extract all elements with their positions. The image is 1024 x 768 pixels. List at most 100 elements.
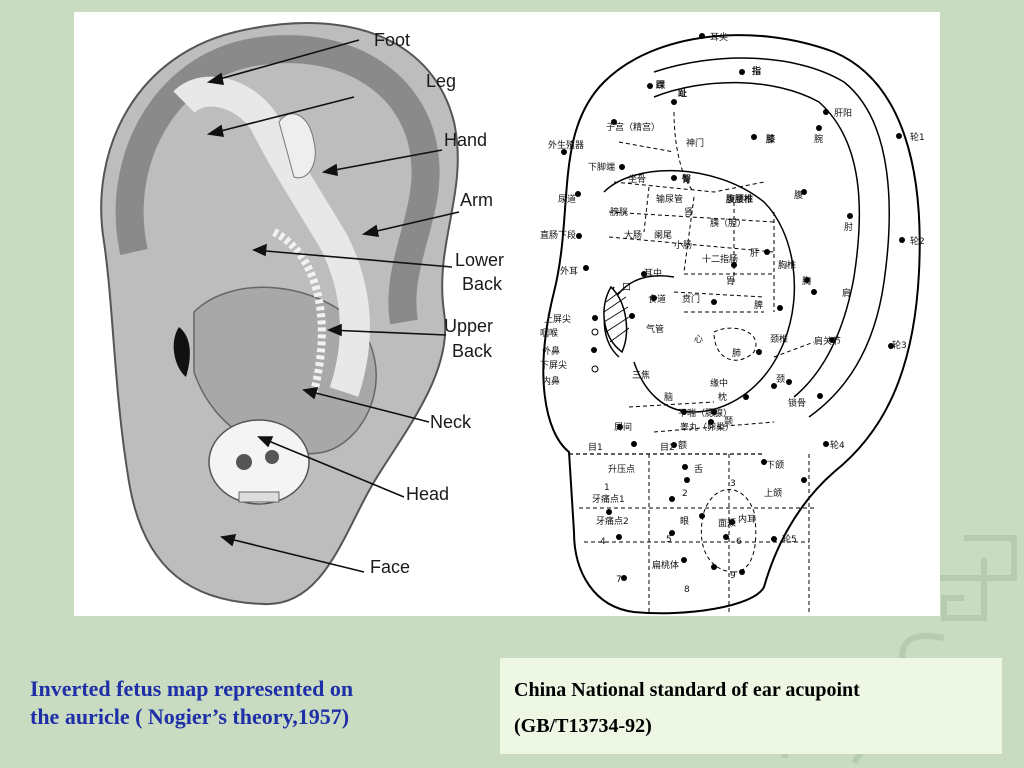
right-caption-line2: (GB/T13734-92) [514, 715, 652, 737]
point-label: 肝 [750, 248, 759, 259]
point-label: 胸椎 [778, 259, 796, 271]
point-label: 肝阳 [834, 108, 852, 119]
point-label: 颈椎 [770, 333, 788, 345]
point-label: 肺 [732, 348, 741, 359]
point-label: 颞 [724, 416, 733, 427]
point-label: 轮5 [782, 533, 797, 545]
point-label: 上屏尖 [544, 313, 571, 325]
left-ear-illustration [100, 22, 459, 606]
point-label: 平喘（腮腺） [678, 407, 732, 419]
point-label: 气管 [646, 323, 664, 335]
label-hand: Hand [444, 130, 487, 150]
point-label: 肩关节 [814, 335, 841, 347]
point-label: 胰（胆） [710, 217, 746, 229]
point-label: 2 [682, 489, 688, 499]
region-dividers [579, 111, 815, 612]
point-label: 小肠 [674, 240, 692, 251]
point-label: 耳中 [644, 267, 662, 279]
point-label: 下颌 [766, 459, 784, 471]
point-label: 肾 [684, 207, 693, 218]
point-label: 牙痛点1 [592, 493, 625, 505]
point-label: 内耳 [738, 513, 756, 525]
point-label: 6 [736, 537, 742, 547]
point-label: 3 [730, 479, 736, 489]
right-caption-line1: China National standard of ear acupoint [514, 679, 860, 701]
point-label: 十二指肠 [702, 253, 738, 265]
point-label: 下屏尖 [540, 359, 567, 371]
point-label: 额 [678, 439, 687, 451]
point-label: 4 [600, 537, 606, 547]
point-label: 目2 [660, 442, 675, 453]
point-label: 枕 [718, 391, 727, 403]
label-leg: Leg [426, 71, 456, 91]
point-label: 肩 [842, 287, 851, 299]
point-label: 心 [694, 334, 703, 345]
point-label: 三焦 [632, 369, 650, 381]
point-label: 舌 [694, 464, 703, 475]
ear-diagrams: Foot Leg Hand Arm Lower Back Upper Back … [100, 22, 925, 615]
point-label: 子宫（精宫） [606, 121, 660, 133]
point-label: 神门 [686, 137, 704, 149]
point-label: 尿道 [558, 193, 576, 205]
point-label: 贲门 [682, 293, 700, 305]
point-label: 食道 [648, 293, 666, 305]
point-label: 轮2 [910, 235, 925, 247]
point-label: 升压点 [608, 464, 635, 475]
point-label: 睾丸（卵巢） [680, 421, 734, 433]
point-label: 轮4 [830, 439, 845, 451]
left-caption-line1: Inverted fetus map represented on [30, 676, 354, 701]
point-label: 口 [622, 283, 631, 293]
point-label: 9 [730, 571, 736, 581]
point-label: 脑 [664, 391, 673, 403]
point-label: 臀 [682, 174, 691, 185]
label-head: Head [406, 484, 449, 504]
point-label: 胃 [726, 276, 735, 287]
point-label: 肘 [844, 222, 853, 233]
point-label: 胸 [802, 275, 811, 287]
point-label: 坐骨 [628, 174, 646, 185]
label-face: Face [370, 557, 410, 577]
point-label: 缘中 [710, 377, 728, 389]
point-label: 外鼻 [542, 345, 560, 357]
point-label: 锁骨 [788, 397, 806, 409]
point-label: 1 [604, 483, 610, 493]
point-label: 踝 [656, 80, 666, 91]
point-label: 轮1 [910, 131, 925, 143]
point-label: 扁桃体 [652, 559, 679, 571]
acupoint-dots [561, 33, 905, 581]
point-label: 牙痛点2 [596, 515, 629, 527]
point-label: 耳尖 [710, 31, 728, 43]
hatched-notch [603, 285, 630, 354]
point-label: 内鼻 [542, 375, 560, 387]
diagram-panel: Foot Leg Hand Arm Lower Back Upper Back … [74, 12, 940, 616]
label-lower: Lower [455, 250, 504, 270]
point-label: 5 [666, 535, 672, 545]
point-label: 颈 [776, 374, 785, 385]
label-foot: Foot [374, 30, 410, 50]
acupoint-labels: 耳尖 指 趾 踝 肝阳 子宫（精宫） 轮1 腕 膝 神门 外生殖器 下脚端 坐骨… [540, 31, 925, 595]
point-label: 大肠 [624, 229, 642, 241]
point-label: 眼 [680, 516, 689, 527]
left-labels: Foot Leg Hand Arm Lower Back Upper Back … [370, 30, 504, 577]
point-label: 腹 [794, 189, 803, 201]
point-label: 直肠下段 [540, 229, 576, 241]
point-label: 轮3 [892, 339, 907, 351]
point-label: 面颊 [718, 517, 736, 529]
point-label: 下脚端 [588, 161, 615, 173]
point-label: 指 [752, 65, 761, 77]
point-label: 腕 [814, 133, 823, 145]
point-label: 屏间 [614, 421, 632, 433]
point-label: 脾 [754, 299, 763, 311]
point-label: 外生殖器 [548, 139, 584, 151]
label-neck: Neck [430, 412, 472, 432]
left-caption: Inverted fetus map represented on the au… [30, 675, 470, 731]
right-ear-outline [542, 34, 921, 615]
point-label: 膝 [766, 133, 776, 145]
point-label: 外耳 [560, 265, 578, 277]
point-label: 趾 [678, 87, 687, 99]
right-caption-box: China National standard of ear acupoint … [500, 658, 1002, 754]
point-label: 目1 [588, 442, 603, 453]
left-arrows [206, 39, 460, 573]
point-label: 腹腰椎 [725, 193, 753, 205]
point-label: 8 [684, 585, 690, 595]
